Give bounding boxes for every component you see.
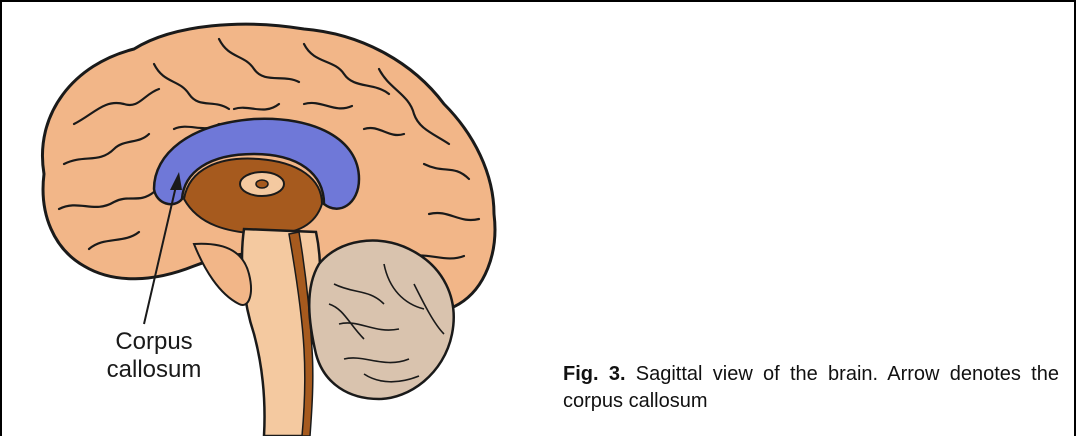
caption-text: Sagittal view of the brain. Arrow denote… <box>563 363 1059 412</box>
cerebellum <box>309 241 453 399</box>
figure-number: Fig. 3. <box>563 363 626 385</box>
corpus-callosum-label: Corpus callosum <box>84 328 224 384</box>
figure-caption: Fig. 3. Sagittal view of the brain. Arro… <box>563 361 1059 415</box>
label-line2: callosum <box>84 356 224 384</box>
label-line1: Corpus <box>84 328 224 356</box>
